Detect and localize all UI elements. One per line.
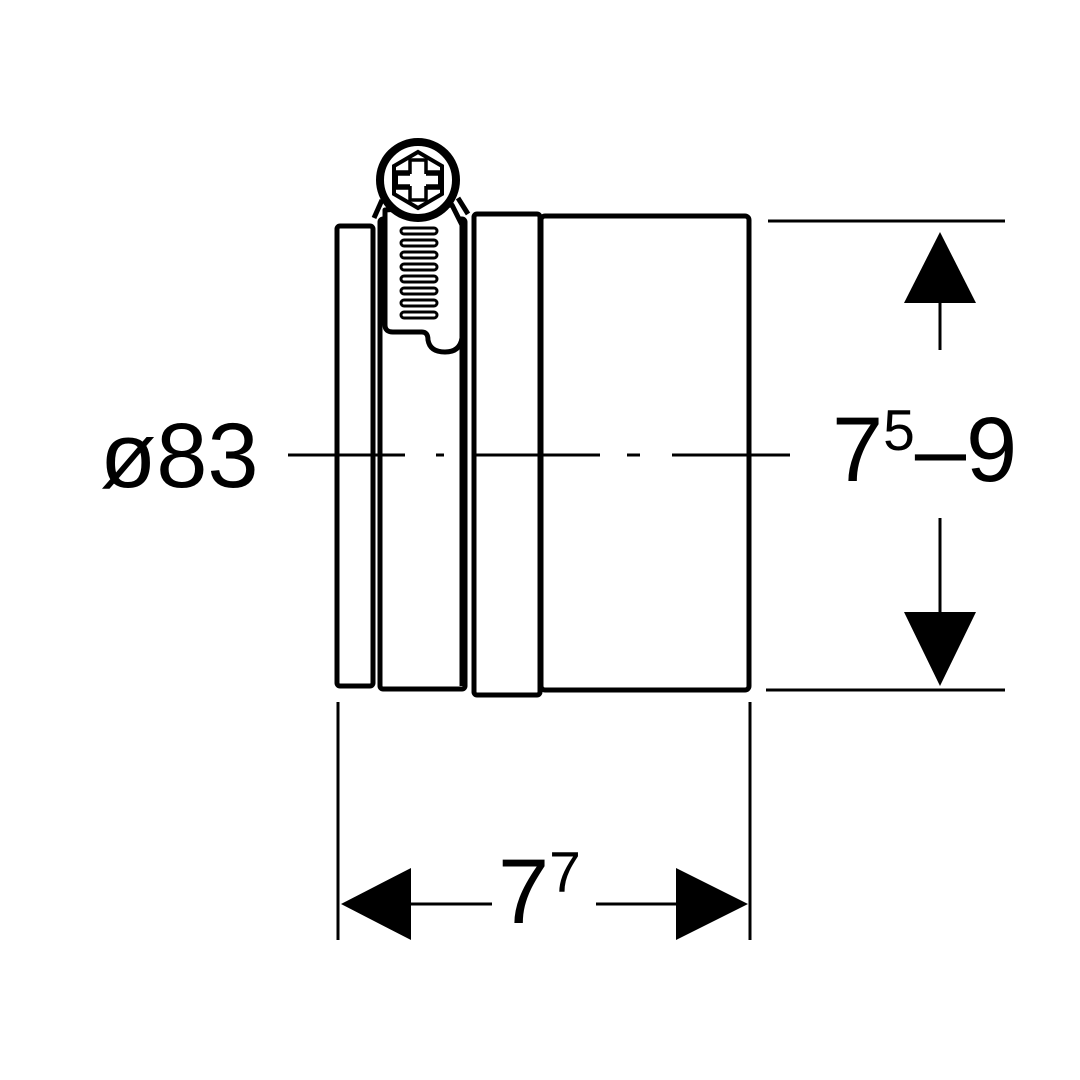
arrow-down-icon <box>904 612 976 686</box>
height-label: 75–9 <box>832 402 1017 496</box>
length-label-superscript: 7 <box>549 840 581 905</box>
diameter-label: ø83 <box>100 405 259 507</box>
length-dimension <box>336 702 752 940</box>
pipe-body <box>538 213 752 693</box>
height-label-base: 7 <box>832 399 884 501</box>
height-label-superscript: 5 <box>883 398 915 463</box>
clamp-thread-coil <box>399 226 439 320</box>
arrow-right-icon <box>676 868 748 940</box>
height-dimension <box>766 219 1005 692</box>
screw-head-icon <box>371 138 471 222</box>
length-label-base: 7 <box>498 841 550 943</box>
clamp-screw-housing <box>382 202 465 355</box>
arrow-up-icon <box>904 232 976 303</box>
length-label: 77 <box>498 844 581 938</box>
height-label-range: –9 <box>914 399 1018 501</box>
arrow-left-icon <box>341 868 411 940</box>
